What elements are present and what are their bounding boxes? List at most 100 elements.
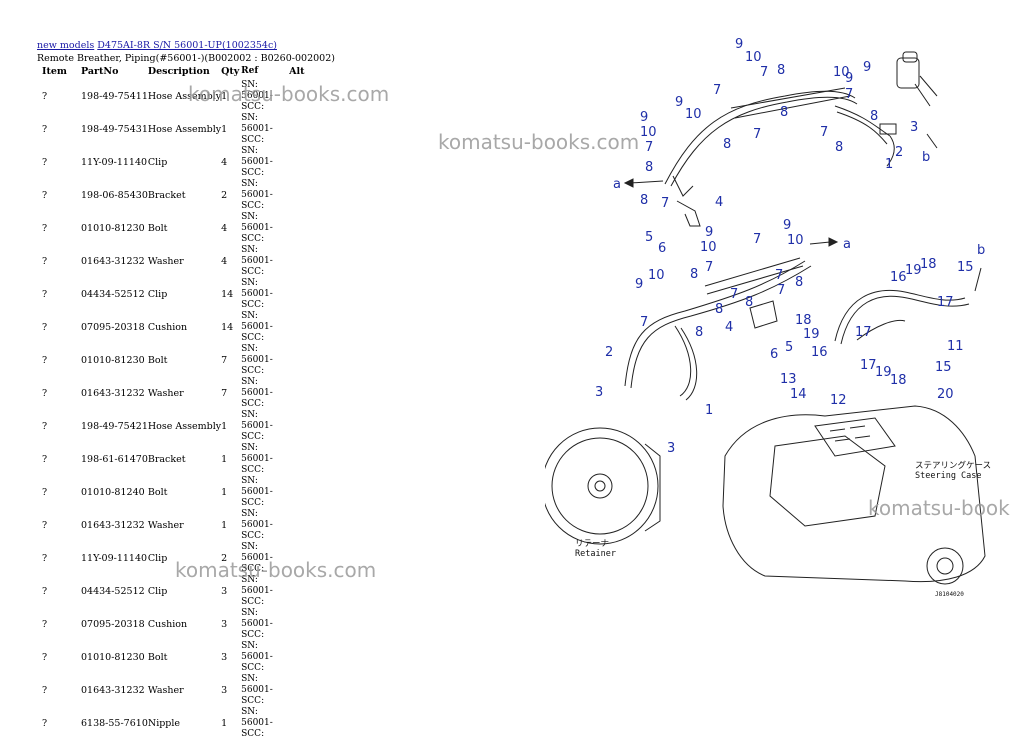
ref-cell: SN: 56001-SCC: [241,146,273,178]
item-cell: ? [42,454,48,465]
callout-10d: 10 [833,65,850,80]
partno-cell: 07095-20318 [81,322,145,333]
ref-cell: SN: 56001-SCC: [241,179,273,211]
alt-cell [289,674,309,707]
description-cell: Washer [147,256,184,267]
callout-10b: 10 [685,107,702,122]
qty-cell: 4 [221,256,228,267]
alt-cell [289,608,309,641]
callout-10f: 10 [787,233,804,248]
description-cell: Hose Assembly [147,421,222,432]
alt-cell [289,344,309,377]
ref-cell: SN: 56001-SCC: [241,575,273,607]
qty-cell: 4 [221,157,228,168]
header-partno: PartNo [81,66,119,77]
description-cell: Clip [147,289,168,300]
callout-7l: 7 [777,283,785,298]
callout-b1: b [922,150,930,165]
description-cell: Washer [147,520,184,531]
item-cell: ? [42,157,48,168]
header-qty: Qty [221,66,240,77]
breadcrumb-link-model[interactable]: D475AI-8R S/N 56001-UP(1002354c) [97,40,277,51]
description-cell: Bolt [147,487,168,498]
qty-cell: 2 [221,190,228,201]
item-cell: ? [42,553,48,564]
callout-8c: 8 [723,137,731,152]
callout-8i: 8 [795,275,803,290]
description-cell: Bolt [147,652,168,663]
callout-7c: 7 [753,127,761,142]
alt-cell [289,179,309,212]
description-cell: Bracket [147,454,186,465]
alt-cell [289,443,309,476]
callout-8l: 8 [695,325,703,340]
table-header-row: Item PartNo Description Qty Ref Alt [37,66,309,80]
header-item: Item [42,66,67,77]
callout-17c: 17 [937,295,954,310]
ref-cell: SN: 56001-SCC: [241,212,273,244]
callout-3: 3 [910,120,918,135]
callout-7d: 7 [645,140,653,155]
callout-9f: 9 [705,225,713,240]
callout-6: 6 [658,241,666,256]
callout-15: 15 [957,260,974,275]
callout-9h: 9 [635,277,643,292]
alt-cell [289,410,309,443]
callout-13: 13 [780,372,797,387]
partno-cell: 198-06-85430 [81,190,148,201]
callout-8e: 8 [640,193,648,208]
ref-cell: SN: 56001-SCC: [241,476,273,508]
callout-5: 5 [645,230,653,245]
callout-b2: b [977,243,985,258]
qty-cell: 1 [221,124,228,135]
callout-7g: 7 [820,125,828,140]
callout-10g: 10 [648,268,665,283]
item-cell: ? [42,718,48,729]
partno-cell: 04434-52512 [81,289,145,300]
callout-19: 19 [803,327,820,342]
callout-1: 1 [885,157,893,172]
ref-cell: SN: 56001-SCC: [241,641,273,673]
header-alt: Alt [289,66,305,77]
partno-cell: 01010-81240 [81,487,145,498]
callout-7m: 7 [640,315,648,330]
qty-cell: 3 [221,685,228,696]
ref-cell: SN: 56001-SCC: [241,344,273,376]
partno-cell: 11Y-09-11140 [81,157,148,168]
callout-3c: 3 [667,441,675,456]
description-cell: Cushion [147,619,188,630]
ref-cell: SN: 56001-SCC: [241,311,273,343]
partno-cell: 198-49-75411 [81,91,148,102]
callout-9g: 9 [783,218,791,233]
description-cell: Bolt [147,355,168,366]
header-ref: Ref [241,66,259,76]
item-cell: ? [42,520,48,531]
item-cell: ? [42,256,48,267]
qty-cell: 2 [221,553,228,564]
item-cell: ? [42,685,48,696]
callout-7k: 7 [730,287,738,302]
qty-cell: 7 [221,355,228,366]
alt-cell [289,278,309,311]
callout-1b: 1 [705,403,713,418]
alt-cell [289,212,309,245]
callout-7f: 7 [845,87,853,102]
alt-cell [289,641,309,674]
callout-2: 2 [895,145,903,160]
callout-12: 12 [830,393,847,408]
callout-17b: 17 [860,358,877,373]
qty-cell: 3 [221,652,228,663]
callout-8h: 8 [690,267,698,282]
breadcrumb-link-new-models[interactable]: new models [37,40,95,51]
item-cell: ? [42,652,48,663]
partno-cell: 01010-81230 [81,652,145,663]
partno-cell: 01643-31232 [81,685,145,696]
callout-10c: 10 [640,125,657,140]
callout-8k: 8 [745,295,753,310]
partno-cell: 01643-31232 [81,256,145,267]
description-cell: Washer [147,388,184,399]
